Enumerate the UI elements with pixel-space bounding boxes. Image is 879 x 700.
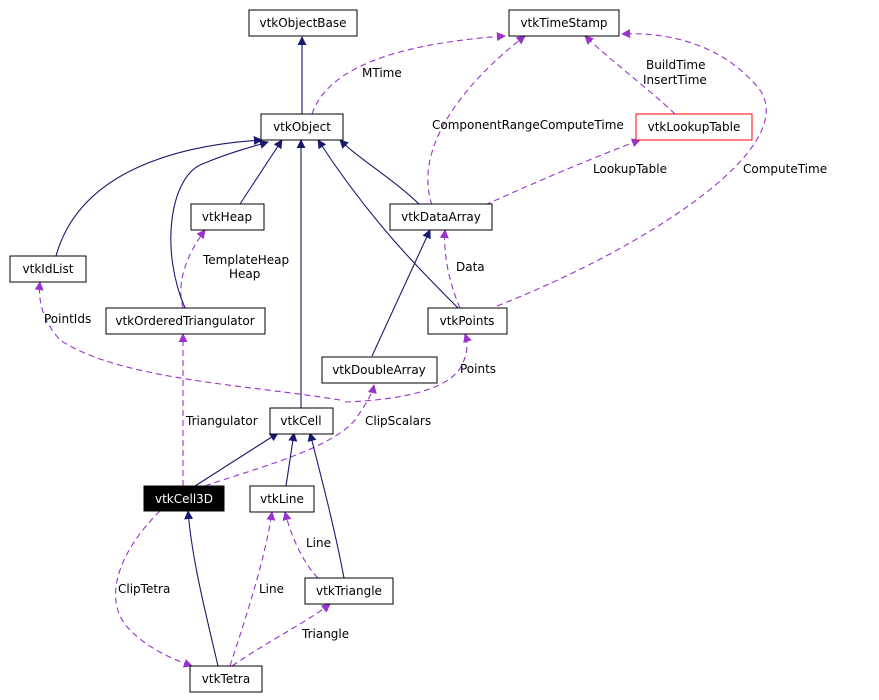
edge-dataarray-to-object xyxy=(339,139,421,206)
label-heap: Heap xyxy=(229,267,260,281)
node-label: vtkTimeStamp xyxy=(520,16,607,30)
label-data: Data xyxy=(456,260,485,274)
label-triangulator: Triangulator xyxy=(185,414,258,428)
node-vtkObject[interactable]: vtkObject xyxy=(260,113,344,141)
edge-build-insert-time xyxy=(584,35,676,115)
edge-labels: MTime BuildTime InsertTime ComponentRang… xyxy=(44,58,827,641)
usage-edges xyxy=(34,29,767,668)
nodes: vtkObjectBase vtkTimeStamp vtkObject vtk… xyxy=(9,9,753,693)
edge-triangulator-to-object xyxy=(170,140,269,309)
edge-line-2 xyxy=(229,511,276,667)
node-vtkOrderedTriangulator[interactable]: vtkOrderedTriangulator xyxy=(105,307,266,335)
label-build-time: BuildTime xyxy=(646,58,706,72)
node-label: vtkPoints xyxy=(440,314,495,328)
node-label: vtkLine xyxy=(260,492,304,506)
node-label: vtkCell3D xyxy=(155,492,213,506)
node-label: vtkOrderedTriangulator xyxy=(115,314,254,328)
node-label: vtkCell xyxy=(280,414,321,428)
node-label: vtkHeap xyxy=(202,210,252,224)
edge-line-1 xyxy=(282,511,319,579)
edge-clip-tetra xyxy=(115,510,193,668)
label-point-ids: PointIds xyxy=(44,312,91,326)
node-vtkCell3D[interactable]: vtkCell3D xyxy=(143,485,225,512)
node-label: vtkLookupTable xyxy=(648,120,741,134)
edge-heap xyxy=(180,229,206,309)
node-label: vtkTetra xyxy=(202,672,250,686)
edge-doublearray-to-dataarray xyxy=(371,229,431,357)
label-lookup-table: LookupTable xyxy=(593,162,667,176)
inheritance-edges xyxy=(55,36,459,667)
edge-points-to-object xyxy=(317,139,459,309)
label-points: Points xyxy=(460,362,496,376)
edge-idlist-to-object xyxy=(55,136,263,257)
label-triangle: Triangle xyxy=(301,627,349,641)
node-label: vtkTriangle xyxy=(316,584,382,598)
label-template-heap: TemplateHeap xyxy=(202,253,289,267)
edge-line-to-cell xyxy=(285,432,298,487)
edge-compute-time xyxy=(496,29,767,307)
edge-triangle xyxy=(231,603,331,667)
edge-tetra-to-cell3d xyxy=(184,510,219,667)
edge-point-ids xyxy=(34,281,341,401)
node-vtkTimeStamp[interactable]: vtkTimeStamp xyxy=(508,9,620,37)
node-vtkCell[interactable]: vtkCell xyxy=(269,407,334,435)
label-clip-tetra: ClipTetra xyxy=(118,582,170,596)
label-insert-time: InsertTime xyxy=(643,73,707,87)
edge-points xyxy=(344,333,472,403)
label-clip-scalars: ClipScalars xyxy=(365,414,431,428)
node-label: vtkIdList xyxy=(23,262,74,276)
label-component-range: ComponentRangeComputeTime xyxy=(432,118,624,132)
node-label: vtkDoubleArray xyxy=(332,363,426,377)
node-vtkLookupTable[interactable]: vtkLookupTable xyxy=(635,113,753,141)
edge-clip-scalars xyxy=(204,384,377,487)
node-label: vtkObjectBase xyxy=(259,16,346,30)
node-vtkTriangle[interactable]: vtkTriangle xyxy=(304,577,394,605)
node-vtkObjectBase[interactable]: vtkObjectBase xyxy=(248,9,358,37)
label-mtime: MTime xyxy=(362,66,402,80)
edge-data xyxy=(439,229,461,309)
node-vtkDoubleArray[interactable]: vtkDoubleArray xyxy=(321,356,438,384)
label-line-1: Line xyxy=(306,536,331,550)
edge-triangle-to-cell xyxy=(307,432,345,579)
node-vtkHeap[interactable]: vtkHeap xyxy=(190,203,265,231)
edge-heap-to-object xyxy=(239,139,283,205)
node-vtkDataArray[interactable]: vtkDataArray xyxy=(389,203,493,231)
edge-cell3d-to-cell xyxy=(194,432,279,487)
node-vtkIdList[interactable]: vtkIdList xyxy=(9,255,87,283)
node-vtkLine[interactable]: vtkLine xyxy=(249,485,315,513)
edge-mtime xyxy=(311,32,506,115)
node-vtkTetra[interactable]: vtkTetra xyxy=(189,665,263,693)
label-line-2: Line xyxy=(259,582,284,596)
edge-component-range xyxy=(427,35,526,206)
edge-lookup-table xyxy=(484,138,641,206)
node-label: vtkDataArray xyxy=(401,210,481,224)
node-label: vtkObject xyxy=(273,120,331,134)
label-compute-time: ComputeTime xyxy=(743,162,827,176)
node-vtkPoints[interactable]: vtkPoints xyxy=(427,307,508,335)
